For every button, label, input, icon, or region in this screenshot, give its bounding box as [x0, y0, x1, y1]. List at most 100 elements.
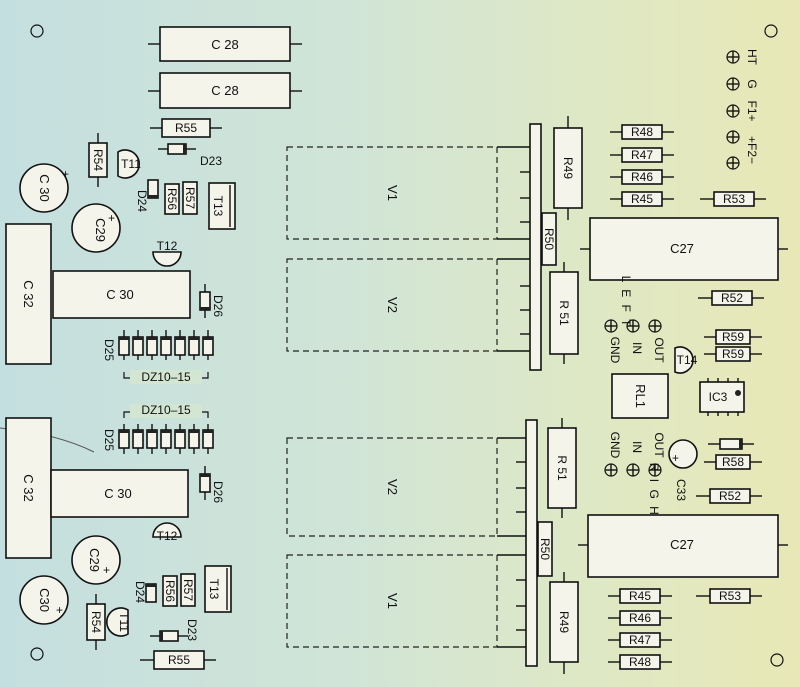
zener-diode-array: D25 DZ10–15: [102, 330, 214, 384]
resistor-r55: R55: [150, 118, 222, 138]
capacitor-c28: C 28: [148, 72, 302, 109]
c29-label: C29: [93, 218, 108, 242]
r45-label: R45: [629, 589, 651, 603]
rl1-label: RL1: [633, 384, 648, 408]
ic3-chip: IC3: [699, 378, 745, 416]
r54-label: R54: [91, 149, 105, 171]
transistor-t11: T11: [117, 149, 141, 179]
c30-box-label: C 30: [104, 486, 131, 501]
dz-label: DZ10–15: [141, 370, 191, 384]
ht-label: HT: [745, 49, 759, 66]
resistor-r58: R58: [704, 454, 762, 470]
d25-label: D25: [102, 339, 116, 361]
d23-label: D23: [200, 154, 222, 168]
r53-label: R53: [723, 192, 745, 206]
svg-text:+: +: [103, 563, 110, 577]
out-label: OUT: [652, 337, 666, 363]
transistor-t13: T13: [204, 565, 232, 613]
capacitor-c29: + C29: [71, 203, 121, 253]
resistor-r52: R52: [696, 488, 762, 504]
r47-label: R47: [631, 148, 653, 162]
r53-label: R53: [719, 589, 741, 603]
c29-label: C29: [87, 548, 102, 572]
r46-label: R46: [629, 611, 651, 625]
d26-label: D26: [211, 481, 225, 503]
r57-label: R57: [183, 187, 197, 209]
capacitor-c27: C27: [578, 514, 788, 578]
resistor-r48: R48: [608, 654, 672, 670]
c30-box-label: C 30: [106, 287, 133, 302]
c27-label: C27: [670, 241, 694, 256]
t13-label: T13: [211, 196, 225, 217]
resistor-r50: R50: [541, 212, 557, 266]
resistor-r56: R56: [164, 183, 180, 215]
svg-text:+: +: [672, 451, 679, 465]
d23-label: D23: [185, 619, 199, 641]
out-label: OUT: [652, 432, 666, 458]
capacitor-c27: C27: [580, 217, 788, 281]
valve-v1-outline: [286, 554, 498, 648]
resistor-r46: R46: [608, 610, 672, 626]
t12-label: T12: [157, 239, 178, 253]
d25-label: D25: [102, 429, 116, 451]
resistor-r52: R52: [698, 290, 764, 306]
r57-label: R57: [181, 579, 195, 601]
r54-label: R54: [89, 611, 103, 633]
zener-diode-array: DZ10–15 D25: [102, 403, 214, 454]
resistor-r56: R56: [162, 575, 178, 607]
r59-label: R59: [722, 330, 744, 344]
resistor-r48: R48: [610, 124, 674, 140]
d24-label: D24: [133, 581, 147, 603]
diode-d23: D23: [158, 143, 222, 168]
svg-text:+: +: [56, 603, 63, 617]
c30-label: C 30: [37, 174, 52, 201]
r56-label: R56: [165, 188, 179, 210]
capacitor-c30: + C 30: [19, 163, 69, 213]
resistor-r45: R45: [608, 588, 672, 604]
capacitor-c33: + C33: [668, 439, 698, 501]
g-label: G: [745, 79, 759, 88]
c33-label: C33: [674, 479, 688, 501]
power-terminal-block: HT G F1+ +F2−: [726, 49, 759, 170]
v2-label: V2: [385, 479, 400, 495]
in-label: IN: [630, 342, 644, 354]
left-input-terminals: L E F T GND IN OUT: [604, 276, 666, 364]
valve-v2-outline: [286, 437, 498, 537]
r50-label: R50: [538, 538, 552, 560]
capacitor-c30-film: C 30: [50, 469, 189, 518]
svg-text:+: +: [108, 211, 115, 225]
diode-d26: D26: [199, 284, 225, 318]
ic3-label: IC3: [709, 390, 728, 404]
d24-label: D24: [135, 190, 149, 212]
r51-label: R 51: [555, 455, 569, 481]
diode-d26: D26: [199, 466, 225, 503]
resistor-r47: R47: [610, 147, 674, 163]
dz-label: DZ10–15: [141, 403, 191, 417]
in-label: IN: [630, 441, 644, 453]
svg-text:+: +: [62, 167, 69, 181]
r47-label: R47: [629, 633, 651, 647]
resistor-r59: R59: [704, 329, 762, 345]
capacitor-c28: C 28: [148, 26, 302, 62]
r50-label: R50: [542, 228, 556, 250]
resistor-r51: R 51: [549, 262, 579, 364]
r58-label: R58: [722, 455, 744, 469]
t12-label: T12: [157, 529, 178, 543]
capacitor-c30-film: C 30: [52, 270, 191, 319]
resistor-r57: R57: [182, 181, 198, 215]
f2-label: +F2−: [745, 136, 759, 164]
resistor-r54: R54: [86, 594, 106, 650]
resistor-r49: R49: [549, 572, 579, 674]
r56-label: R56: [163, 580, 177, 602]
capacitor-c32: C 32: [5, 417, 52, 559]
c27-label: C27: [670, 537, 694, 552]
diode-d23: D23: [150, 619, 199, 642]
r49-label: R49: [561, 157, 575, 179]
transistor-t12: T12: [152, 522, 182, 543]
valve-connector-strip: [497, 123, 542, 371]
transistor-t11: T11: [106, 607, 131, 637]
resistor-r49: R49: [553, 116, 583, 220]
v2-label: V2: [385, 297, 400, 313]
c28-label: C 28: [211, 37, 238, 52]
